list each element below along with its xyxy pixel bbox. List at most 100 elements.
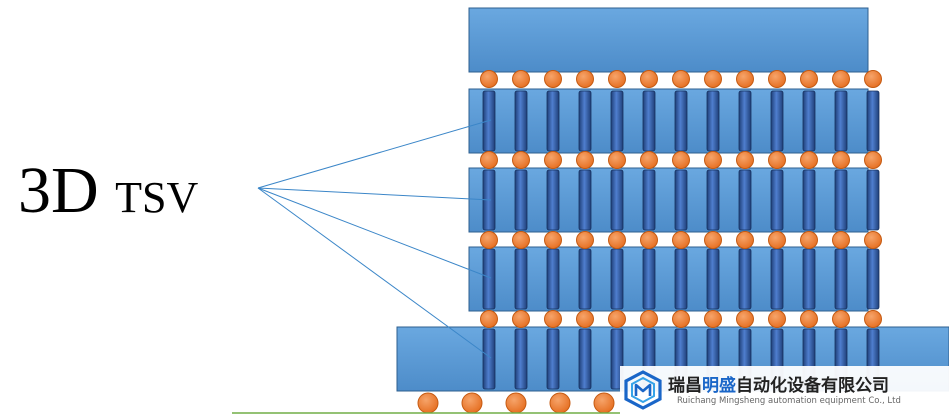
solder-bump-4-4 (576, 310, 594, 328)
tsv-via-4-6 (642, 248, 656, 310)
solder-bump-3-12 (832, 231, 850, 249)
solder-bump-3-7 (672, 231, 690, 249)
tsv-via-3-11 (802, 169, 816, 231)
tsv-via-2-2 (514, 90, 528, 152)
solder-bump-2-2 (512, 151, 530, 169)
tsv-via-3-10 (770, 169, 784, 231)
tsv-via-4-3 (546, 248, 560, 310)
die-layer-1 (468, 7, 869, 73)
bottom-bump-1 (417, 392, 439, 414)
solder-bump-1-10 (768, 70, 786, 88)
solder-bump-4-6 (640, 310, 658, 328)
tsv-via-2-12 (834, 90, 848, 152)
tsv-via-5-4 (578, 328, 592, 390)
die-layer-3 (468, 167, 869, 233)
tsv-via-3-7 (674, 169, 688, 231)
solder-bump-4-2 (512, 310, 530, 328)
tsv-via-3-4 (578, 169, 592, 231)
solder-bump-3-13 (864, 231, 882, 249)
company-name-accent: 明盛 (702, 376, 736, 396)
solder-bump-1-6 (640, 70, 658, 88)
tsv-via-4-8 (706, 248, 720, 310)
tsv-via-3-2 (514, 169, 528, 231)
tsv-via-5-3 (546, 328, 560, 390)
tsv-via-4-5 (610, 248, 624, 310)
leader-line-4 (257, 187, 492, 359)
bottom-bump-2 (461, 392, 483, 414)
solder-bump-4-1 (480, 310, 498, 328)
solder-bump-2-10 (768, 151, 786, 169)
company-name: 瑞昌明盛自动化设备有限公司 (668, 371, 889, 396)
solder-bump-1-8 (704, 70, 722, 88)
solder-bump-4-9 (736, 310, 754, 328)
solder-bump-3-10 (768, 231, 786, 249)
tsv-via-3-3 (546, 169, 560, 231)
label-3d: 3D (18, 154, 99, 227)
tsv-via-2-3 (546, 90, 560, 152)
solder-bump-1-5 (608, 70, 626, 88)
tsv-via-3-12 (834, 169, 848, 231)
company-logo: 瑞昌明盛自动化设备有限公司 Ruichang Mingsheng automat… (620, 366, 949, 414)
tsv-via-3-13 (866, 169, 880, 231)
solder-bumps (417, 70, 882, 414)
solder-bump-1-3 (544, 70, 562, 88)
solder-bump-4-10 (768, 310, 786, 328)
solder-bump-3-6 (640, 231, 658, 249)
solder-bump-1-2 (512, 70, 530, 88)
tsv-via-4-4 (578, 248, 592, 310)
tsv-via-4-7 (674, 248, 688, 310)
solder-bump-2-7 (672, 151, 690, 169)
tsv-via-5-2 (514, 328, 528, 390)
tsv-via-4-11 (802, 248, 816, 310)
tsv-via-5-1 (482, 328, 496, 390)
solder-bump-3-11 (800, 231, 818, 249)
bottom-bump-3 (505, 392, 527, 414)
solder-bump-2-5 (608, 151, 626, 169)
tsv-via-2-10 (770, 90, 784, 152)
solder-bump-3-1 (480, 231, 498, 249)
tsv-via-3-9 (738, 169, 752, 231)
company-name-part1: 瑞昌 (668, 376, 702, 396)
label-tsv: TSV (115, 173, 199, 222)
tsv-via-3-5 (610, 169, 624, 231)
solder-bump-3-9 (736, 231, 754, 249)
solder-bump-3-2 (512, 231, 530, 249)
diagram-label: 3D TSV (18, 158, 198, 224)
solder-bump-4-11 (800, 310, 818, 328)
tsv-via-2-11 (802, 90, 816, 152)
tsv-via-3-8 (706, 169, 720, 231)
solder-bump-3-3 (544, 231, 562, 249)
solder-bump-4-7 (672, 310, 690, 328)
tsv-via-2-7 (674, 90, 688, 152)
solder-bump-3-4 (576, 231, 594, 249)
hexagon-logo-icon (624, 370, 662, 410)
company-name-part2: 自动化设备有限公司 (736, 376, 889, 396)
tsv-via-3-6 (642, 169, 656, 231)
tsv-via-2-8 (706, 90, 720, 152)
tsv-via-4-12 (834, 248, 848, 310)
solder-bump-2-6 (640, 151, 658, 169)
solder-bump-4-8 (704, 310, 722, 328)
solder-bump-3-8 (704, 231, 722, 249)
bottom-bump-5 (593, 392, 615, 414)
tsv-via-2-9 (738, 90, 752, 152)
solder-bump-2-8 (704, 151, 722, 169)
leader-line-3 (257, 187, 492, 279)
solder-bump-2-4 (576, 151, 594, 169)
solder-bump-1-1 (480, 70, 498, 88)
solder-bump-4-5 (608, 310, 626, 328)
solder-bump-2-9 (736, 151, 754, 169)
solder-bump-4-12 (832, 310, 850, 328)
die-layer-2 (468, 88, 869, 154)
company-name-english: Ruichang Mingsheng automation equipment … (677, 396, 901, 406)
tsv-via-2-6 (642, 90, 656, 152)
solder-bump-2-12 (832, 151, 850, 169)
tsv-via-2-4 (578, 90, 592, 152)
tsv-via-4-2 (514, 248, 528, 310)
leader-line-2 (257, 187, 492, 201)
solder-bump-4-13 (864, 310, 882, 328)
tsv-via-2-13 (866, 90, 880, 152)
solder-bump-1-9 (736, 70, 754, 88)
die-layer-4 (468, 246, 869, 312)
